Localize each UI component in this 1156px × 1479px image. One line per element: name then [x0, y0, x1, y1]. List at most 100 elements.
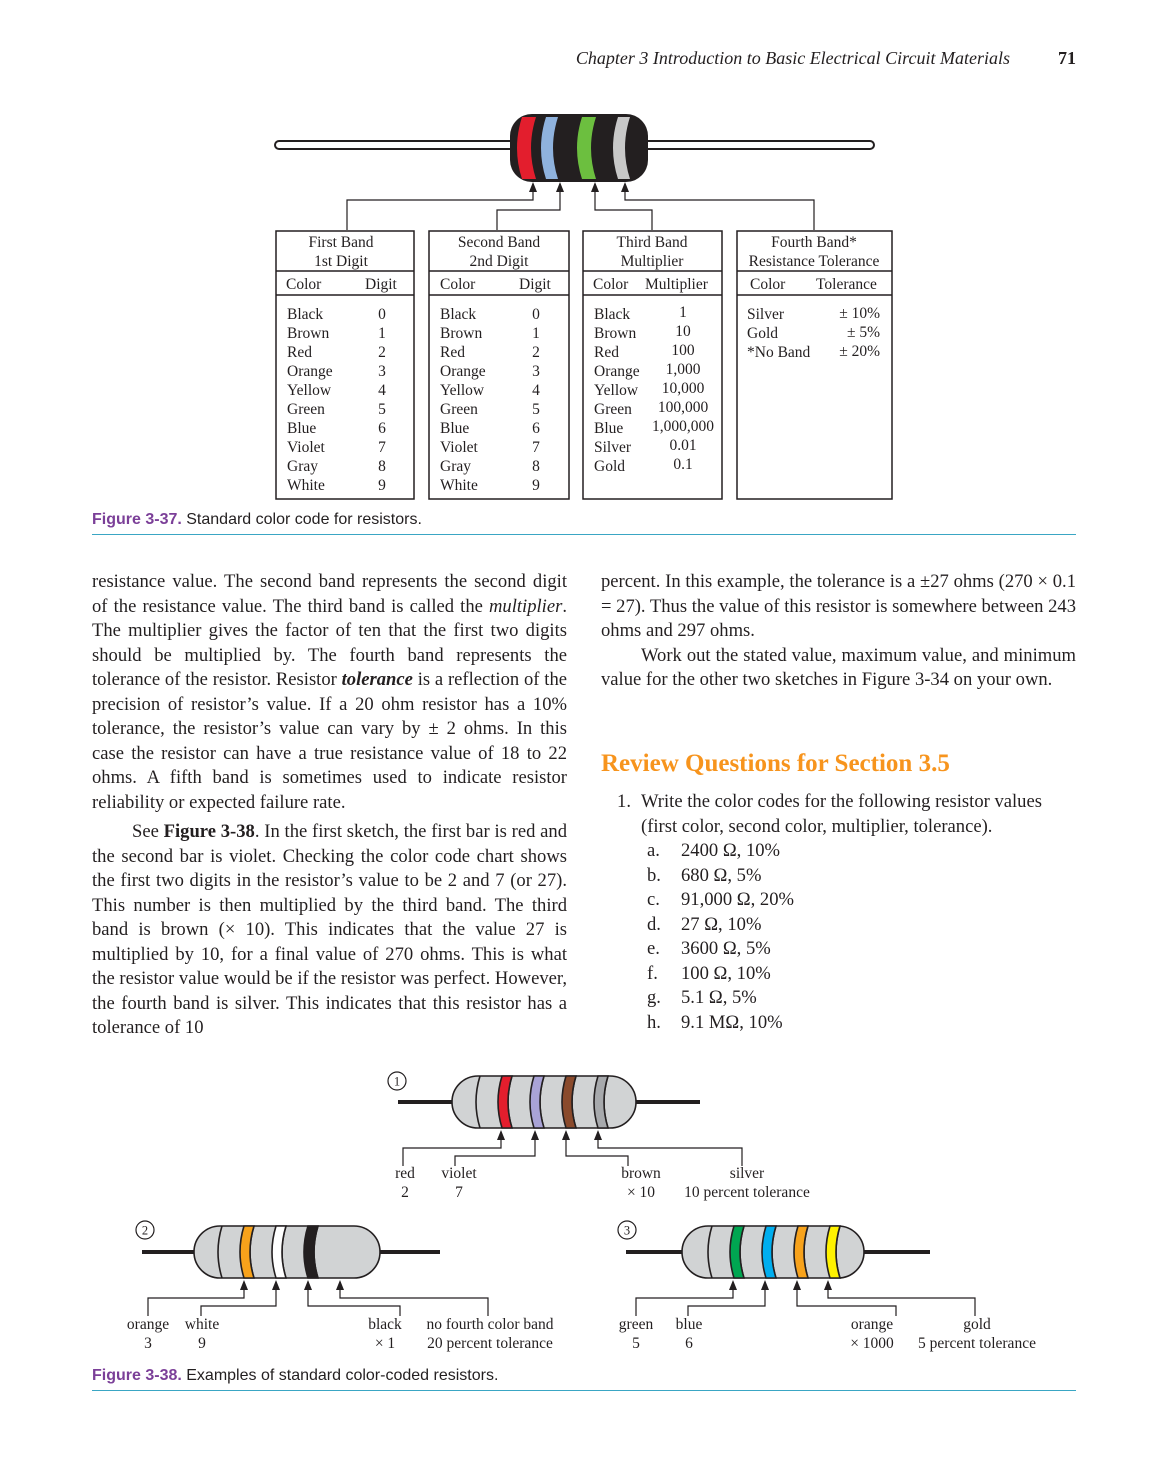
box4-col1: Color [750, 276, 786, 293]
box1-row-color: Black [287, 306, 323, 323]
example-1-number-circle [387, 1071, 407, 1091]
box3-row-color: Black [594, 306, 630, 323]
box2-row-color: Black [440, 306, 476, 323]
box2-row-value: 2 [532, 344, 540, 361]
box2-row-value: 8 [532, 458, 540, 475]
box3-title2: Multiplier [621, 253, 685, 270]
box4-row-color: Gold [747, 325, 778, 342]
page-number: 71 [1058, 48, 1076, 68]
band-blue [541, 117, 558, 179]
ex2-value-3: × 1 [375, 1335, 395, 1352]
box2-row-value: 0 [532, 306, 540, 323]
box2-title2: 2nd Digit [470, 253, 530, 270]
ex2-value-2: 9 [198, 1335, 206, 1352]
figure-3-38-resistor-examples: 1 2 3 red 2 violet 7 brown × 10 silver 1… [127, 1071, 1036, 1352]
box1-col2: Digit [365, 276, 398, 293]
box2-col2: Digit [519, 276, 552, 293]
ex3-label-2: blue [676, 1316, 703, 1333]
ex2-label-2: white [185, 1316, 220, 1333]
paragraph: percent. In this example, the tolerance … [601, 571, 1076, 641]
arrowheads [529, 182, 629, 192]
figure-3-37-caption: Figure 3-37. Standard color code for res… [92, 511, 422, 529]
running-header: Chapter 3 Introduction to Basic Electric… [480, 48, 1080, 74]
box1-row-color: Blue [287, 420, 316, 437]
ex1-label-4: silver [730, 1165, 765, 1182]
box1-row-color: White [287, 477, 325, 494]
ex2-label-3: black [368, 1316, 402, 1333]
ex2-value-4: 20 percent tolerance [427, 1335, 553, 1352]
box1-title1: First Band [308, 234, 373, 251]
box3-row-color: Blue [594, 420, 623, 437]
box4-col2: Tolerance [816, 276, 877, 293]
example-3-number-circle [617, 1220, 637, 1240]
box3-title1: Third Band [616, 234, 687, 251]
ex2-label-4: no fourth color band [427, 1316, 554, 1333]
question-item: e.3600 Ω, 5% [647, 938, 771, 959]
question-item: a.2400 Ω, 10% [647, 840, 781, 861]
box1-row-color: Gray [287, 458, 318, 475]
box2-row-color: Green [440, 401, 478, 418]
box1-row-value: 8 [378, 458, 386, 475]
box3-row-value: 1 [679, 304, 687, 321]
caption-label: Figure 3-38. [92, 1367, 182, 1384]
paragraph: See Figure 3-38. In the first sketch, th… [92, 821, 568, 1038]
box4-title1: Fourth Band* [771, 234, 857, 251]
box2-row-color: Brown [440, 325, 482, 342]
band-red [517, 117, 536, 179]
box2-row-color: Yellow [440, 382, 485, 399]
box2-row-value: 7 [532, 439, 540, 456]
example-2-number: 2 [142, 1224, 148, 1238]
caption-label: Figure 3-37. [92, 511, 182, 528]
ex1-value-1: 2 [401, 1184, 409, 1201]
ex3-value-3: × 1000 [850, 1335, 894, 1352]
box2-col1: Color [440, 276, 476, 293]
ex3-label-3: orange [851, 1316, 893, 1333]
box1-title2: 1st Digit [314, 253, 369, 270]
box1-row-color: Orange [287, 363, 333, 380]
box3-row-color: Brown [594, 325, 636, 342]
box3-row-value: 1,000 [666, 361, 701, 378]
box1-row-color: Brown [287, 325, 329, 342]
box2-row-value: 5 [532, 401, 540, 418]
section-heading: Review Questions for Section 3.5 [601, 750, 950, 777]
box2-row-color: Violet [440, 439, 479, 456]
ex1-label-2: violet [441, 1165, 477, 1182]
box-third-band [582, 230, 723, 500]
box2-row-value: 3 [532, 363, 540, 380]
resistor-lead-left [274, 140, 526, 150]
box3-row-color: Silver [594, 439, 632, 456]
example-arrowheads [240, 1130, 832, 1290]
example-3-resistor [626, 1225, 930, 1279]
box1-row-color: Green [287, 401, 325, 418]
ex2-value-1: 3 [144, 1335, 152, 1352]
box3-row-value: 100 [671, 342, 695, 359]
band-green [577, 117, 596, 179]
ex2-label-1: orange [127, 1316, 169, 1333]
box4-row-value: ± 5% [847, 324, 880, 341]
box2-row-value: 9 [532, 477, 540, 494]
resistor-lead-right [639, 140, 875, 150]
box-second-band [428, 230, 570, 500]
box2-row-color: White [440, 477, 478, 494]
figure-3-37-color-code-chart: First Band 1st Digit Color Digit Black 0… [274, 114, 893, 500]
paragraph: Work out the stated value, maximum value… [601, 644, 1076, 691]
question-item: g.5.1 Ω, 5% [647, 987, 757, 1008]
box3-row-value: 10,000 [662, 380, 705, 397]
ex3-value-2: 6 [685, 1335, 693, 1352]
body-right-column: percent. In this example, the tolerance … [601, 570, 1076, 693]
ex1-label-3: brown [621, 1165, 661, 1182]
figure-3-38-caption: Figure 3-38. Examples of standard color-… [92, 1367, 498, 1385]
ex1-label-1: red [395, 1165, 415, 1182]
box3-row-value: 0.1 [673, 456, 692, 473]
ex3-value-4: 5 percent tolerance [918, 1335, 1036, 1352]
box1-row-value: 6 [378, 420, 386, 437]
box2-row-color: Gray [440, 458, 471, 475]
caption-rule [92, 534, 1076, 535]
box3-row-color: Yellow [594, 382, 639, 399]
example-3-number: 3 [624, 1224, 630, 1238]
question-item: d.27 Ω, 10% [647, 913, 762, 935]
box1-row-value: 7 [378, 439, 386, 456]
example-1-number: 1 [394, 1075, 400, 1089]
box1-row-color: Yellow [287, 382, 332, 399]
caption-text: Examples of standard color-coded resisto… [181, 1367, 499, 1384]
